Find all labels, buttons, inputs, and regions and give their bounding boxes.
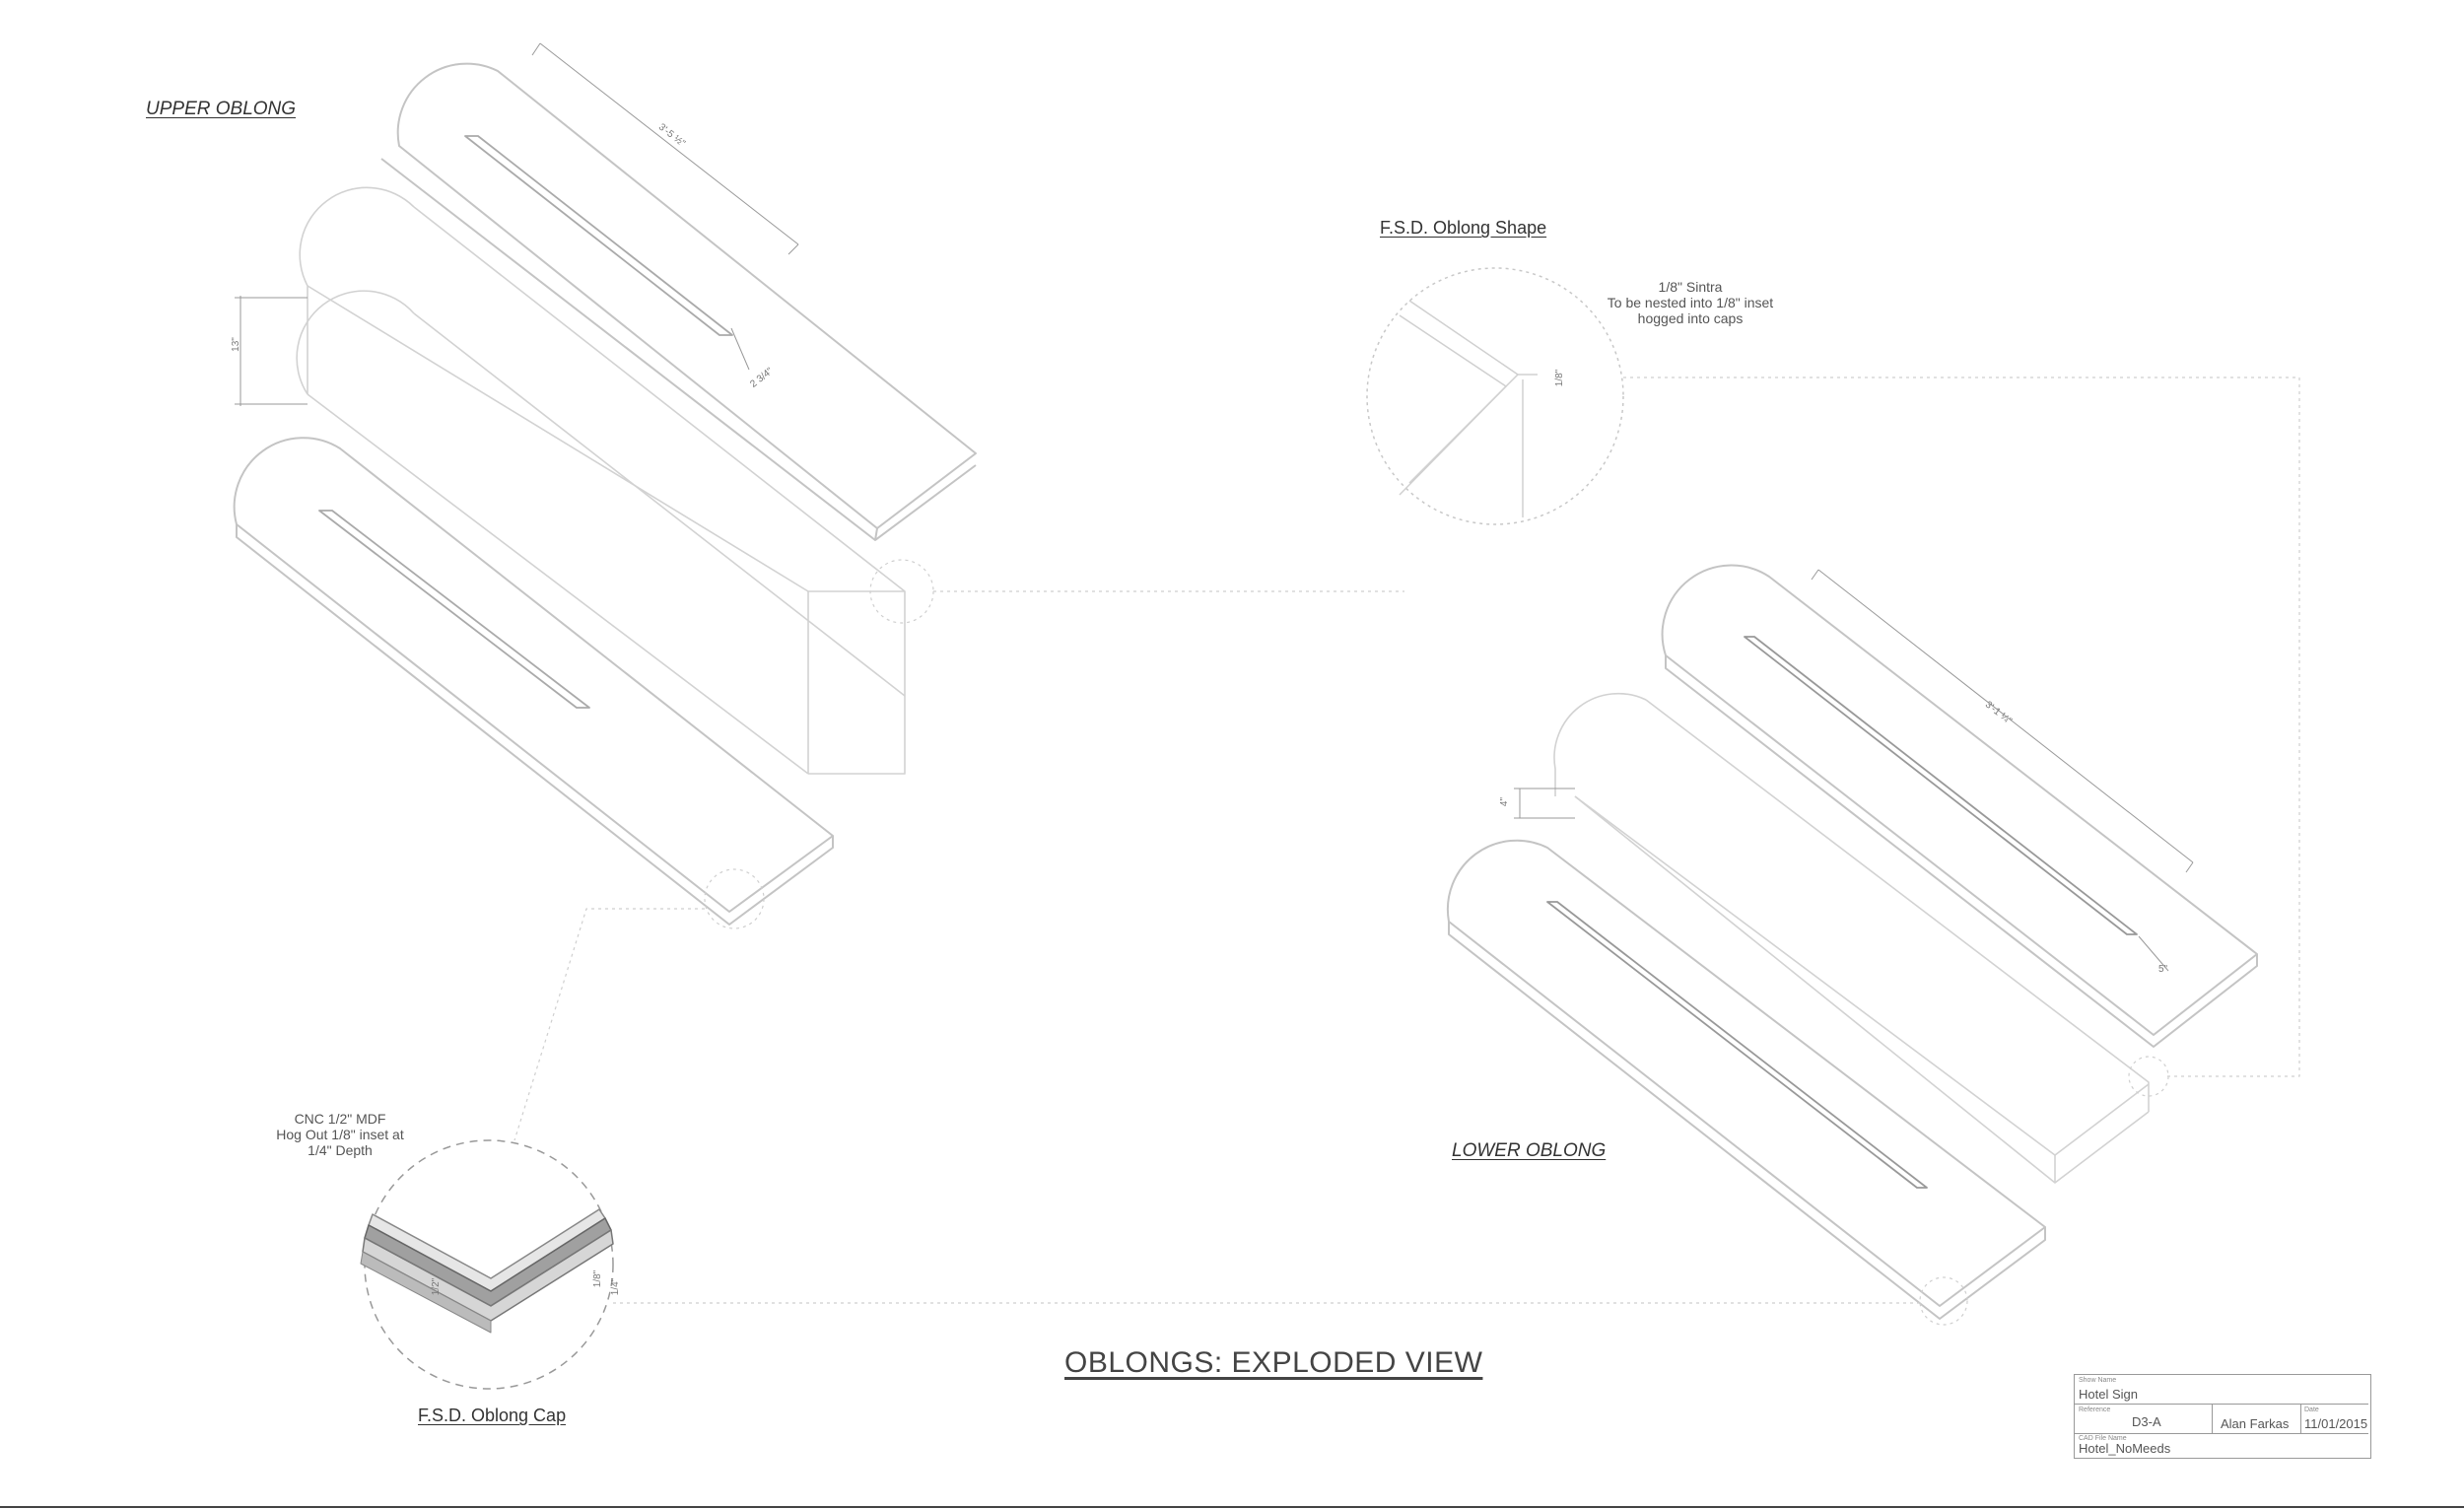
author-value: Alan Farkas	[2221, 1416, 2290, 1431]
upper-height-dimension	[235, 296, 308, 406]
upper-back-cap	[380, 62, 977, 541]
reference-caption: Reference	[2079, 1406, 2111, 1413]
cad-file-caption: CAD File Name	[2079, 1435, 2127, 1442]
upper-oblong-label: UPPER OBLONG	[146, 99, 297, 119]
upper-front-cap	[233, 437, 834, 926]
upper-height-dim-text: 13"	[230, 337, 241, 352]
show-name-caption: Show Name	[2079, 1377, 2117, 1384]
author-cell: Alan Farkas	[2213, 1405, 2301, 1434]
shape-detail-circle	[1366, 267, 1624, 525]
date-cell: Date 11/01/2015	[2301, 1405, 2368, 1434]
date-value: 11/01/2015	[2304, 1416, 2368, 1431]
reference-value: D3-A	[2132, 1414, 2161, 1429]
shape-detail-label: F.S.D. Oblong Shape	[1380, 218, 1547, 238]
date-caption: Date	[2304, 1406, 2319, 1413]
shape-thickness-dim-text: 1/8"	[1554, 369, 1566, 387]
cap-depth-dim-text: 1/4"	[610, 1277, 622, 1296]
upper-box	[296, 186, 906, 775]
show-name-cell: Show Name Hotel Sign	[2075, 1375, 2368, 1405]
cap-detail-label: F.S.D. Oblong Cap	[418, 1406, 567, 1425]
title-block: Show Name Hotel Sign Reference D3-A Alan…	[2074, 1374, 2371, 1459]
upper-length-dimension	[531, 42, 799, 371]
mdf-note: CNC 1/2" MDF Hog Out 1/8" inset at 1/4" …	[276, 1111, 404, 1158]
drawing-title: OBLONGS: EXPLODED VIEW	[1064, 1346, 1483, 1379]
shape-detail-lines	[1399, 300, 1538, 517]
cad-file-cell: CAD File Name Hotel_NoMeeds	[2075, 1434, 2368, 1456]
cap-detail-layers	[360, 1208, 614, 1334]
leader-lines	[513, 377, 2300, 1326]
lower-back-cap	[1661, 564, 2258, 1048]
show-name-value: Hotel Sign	[2079, 1387, 2138, 1402]
lower-height-dimension	[1514, 788, 1575, 819]
lower-length-dimension	[1811, 569, 2194, 972]
reference-cell: Reference D3-A	[2075, 1405, 2213, 1434]
lower-box	[1553, 692, 2150, 1184]
lower-front-cap	[1446, 839, 2046, 1320]
cad-file-value: Hotel_NoMeeds	[2079, 1441, 2171, 1456]
lower-oblong-label: LOWER OBLONG	[1452, 1140, 1607, 1161]
cap-inset-dim-text: 1/8"	[592, 1269, 604, 1288]
lower-height-dim-text: 4"	[1499, 796, 1511, 807]
lower-slot-dim-text: 5"	[2158, 964, 2168, 975]
cap-total-dim-text: 1/2"	[431, 1277, 443, 1296]
sintra-note: 1/8" Sintra To be nested into 1/8" inset…	[1607, 279, 1774, 326]
